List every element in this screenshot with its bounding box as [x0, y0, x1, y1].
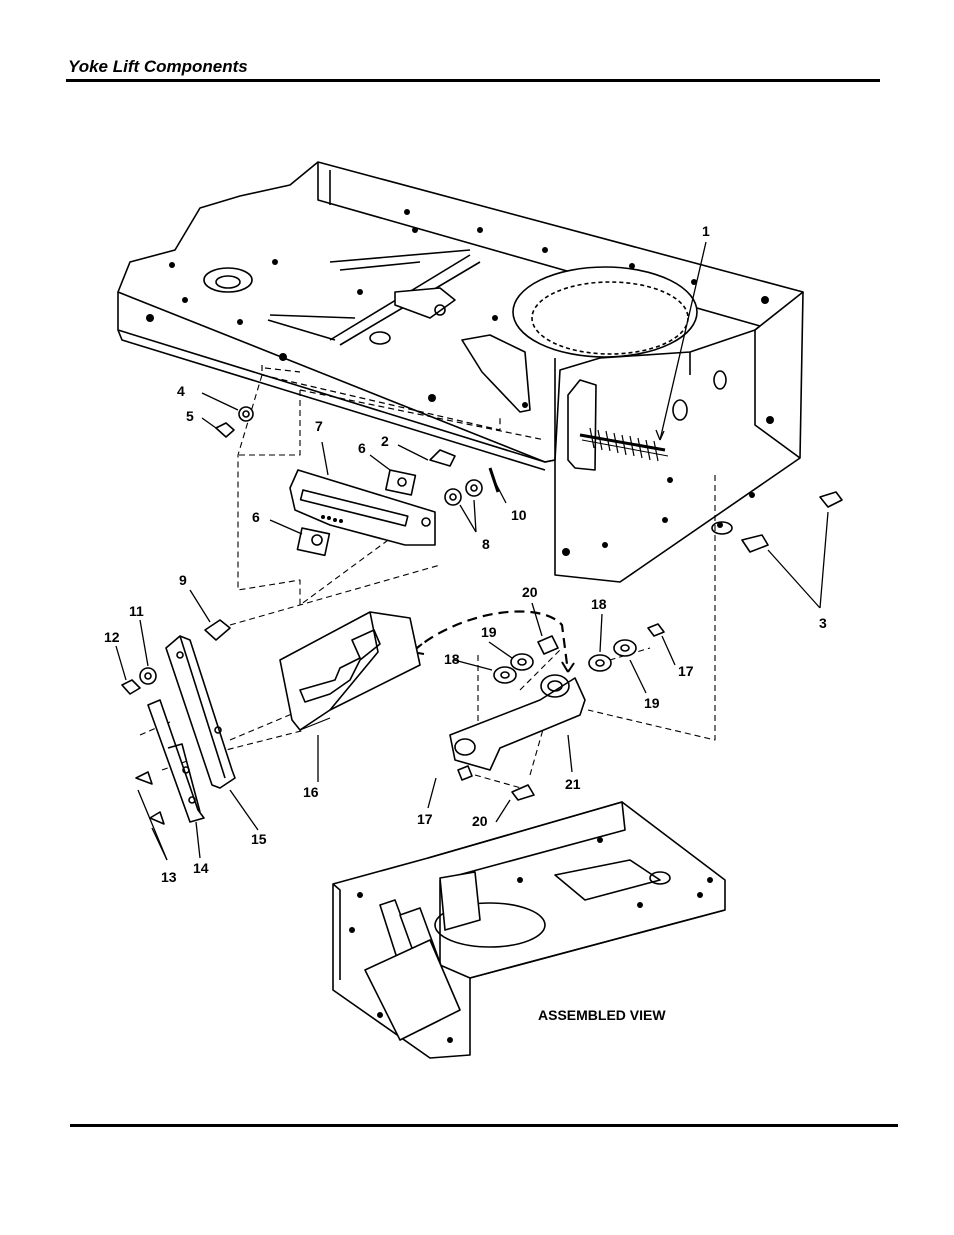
bracket-part-15 — [165, 635, 236, 789]
callout-6-upper: 6 — [358, 440, 366, 456]
callout-19-right: 19 — [644, 695, 660, 711]
callout-7: 7 — [315, 418, 323, 434]
assembled-view-label: ASSEMBLED VIEW — [538, 1007, 666, 1023]
callout-8: 8 — [482, 536, 490, 552]
callout-6-lower: 6 — [252, 509, 260, 525]
callout-2: 2 — [381, 433, 389, 449]
assembled-view-frame — [332, 801, 726, 1059]
main-frame — [117, 161, 804, 583]
callout-5: 5 — [186, 408, 194, 424]
callout-14: 14 — [193, 860, 209, 876]
yoke-arm-part-21 — [449, 674, 586, 771]
plate-part-7 — [289, 469, 436, 546]
header-rule — [66, 79, 880, 82]
bracket-part-14 — [147, 699, 205, 823]
callout-10: 10 — [511, 507, 527, 523]
callout-18-right: 18 — [591, 596, 607, 612]
callout-17-right: 17 — [678, 663, 694, 679]
callout-13: 13 — [161, 869, 177, 885]
callout-21: 21 — [565, 776, 581, 792]
callout-3: 3 — [819, 615, 827, 631]
callout-16: 16 — [303, 784, 319, 800]
callout-17-lower: 17 — [417, 811, 433, 827]
callout-1: 1 — [702, 223, 710, 239]
callout-20-lower: 20 — [472, 813, 488, 829]
callout-20-upper: 20 — [522, 584, 538, 600]
callout-19-left: 19 — [481, 624, 497, 640]
callout-15: 15 — [251, 831, 267, 847]
callout-12: 12 — [104, 629, 120, 645]
callout-18-left: 18 — [444, 651, 460, 667]
callout-4: 4 — [177, 383, 185, 399]
page-title: Yoke Lift Components — [68, 57, 248, 76]
callout-9: 9 — [179, 572, 187, 588]
footer-rule — [70, 1124, 898, 1127]
callout-11: 11 — [129, 603, 144, 619]
lift-plate-part-16 — [279, 611, 421, 731]
